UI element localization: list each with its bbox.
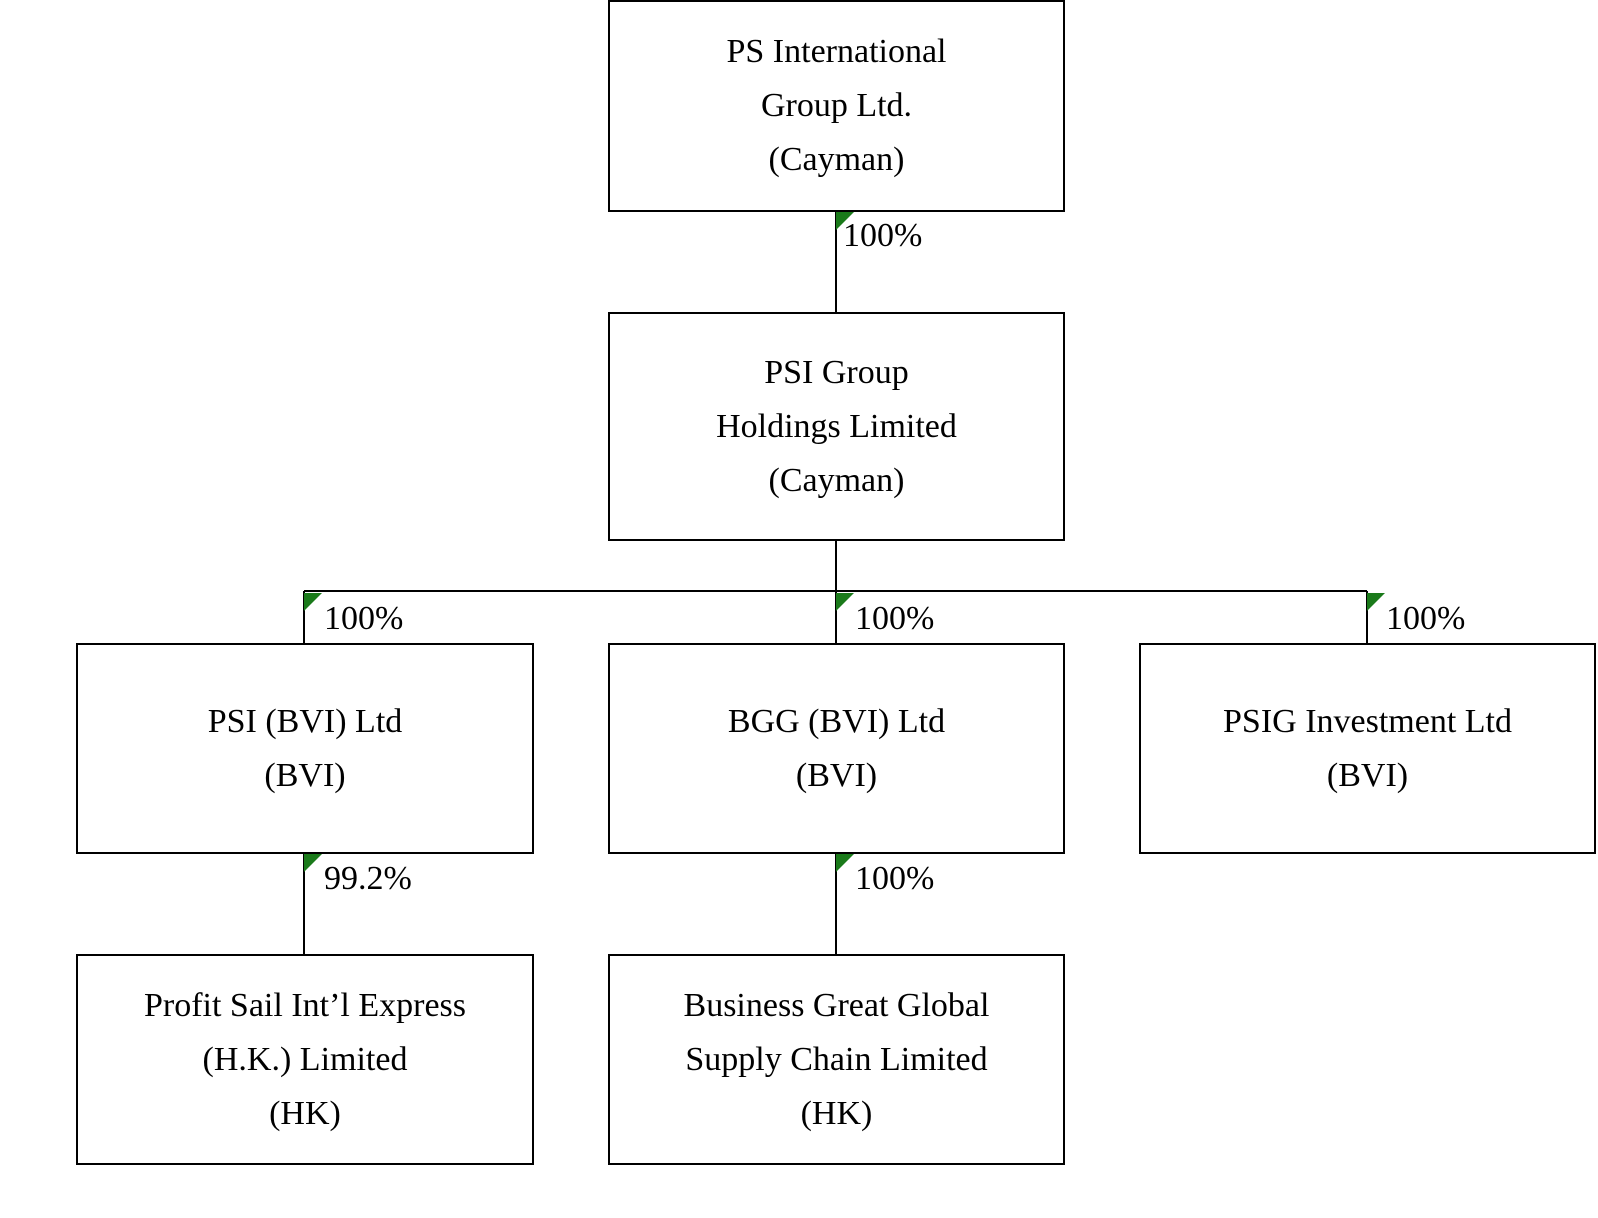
ownership-label-bgg-to-bus: 100% [855, 860, 935, 897]
entity-name-line: PSIG Investment Ltd [1223, 702, 1512, 740]
entity-jurisdiction: (BVI) [1326, 756, 1409, 794]
ownership-label-top-to-mid: 100% [843, 217, 923, 254]
entity-business-great-global: Business Great Global Supply Chain Limit… [608, 954, 1065, 1165]
entity-name-line: Supply Chain Limited [685, 1040, 988, 1078]
entity-name-line: (H.K.) Limited [202, 1040, 408, 1078]
entity-name-line: Group Ltd. [760, 87, 913, 124]
marker-psi-to-profit [304, 854, 322, 872]
entity-psig-investment: PSIG Investment Ltd (BVI) [1139, 643, 1596, 854]
entity-bgg-bvi: BGG (BVI) Ltd (BVI) [608, 643, 1065, 854]
marker-to-bgg [836, 593, 854, 611]
entity-profit-sail: Profit Sail Int’l Express (H.K.) Limited… [76, 954, 534, 1165]
marker-top-to-mid [836, 212, 854, 230]
marker-to-psig [1367, 593, 1385, 611]
entity-name-line: PSI (BVI) Ltd [207, 702, 403, 740]
entity-name-line: Business Great Global [683, 986, 990, 1024]
entity-name-line: BGG (BVI) Ltd [727, 702, 946, 740]
entity-name-line: Holdings Limited [716, 407, 957, 445]
ownership-label-mid-to-psig: 100% [1386, 600, 1466, 637]
entity-name-line: Profit Sail Int’l Express [143, 986, 467, 1024]
entity-jurisdiction: (BVI) [795, 756, 878, 794]
entity-psi-bvi: PSI (BVI) Ltd (BVI) [76, 643, 534, 854]
entity-jurisdiction: (BVI) [264, 756, 346, 794]
entity-jurisdiction: (Cayman) [768, 141, 905, 178]
entity-ps-international-group: PS International Group Ltd. (Cayman) [608, 0, 1065, 212]
marker-to-psi [304, 593, 322, 611]
ownership-label-mid-to-psi: 100% [324, 600, 404, 637]
entity-jurisdiction: (HK) [800, 1094, 873, 1132]
marker-bgg-to-bus [836, 854, 854, 872]
entity-name-line: PSI Group [764, 353, 909, 391]
entity-jurisdiction: (Cayman) [768, 461, 905, 499]
ownership-label-mid-to-bgg: 100% [855, 600, 935, 637]
entity-name-line: PS International [726, 33, 947, 70]
ownership-label-psi-to-profit: 99.2% [324, 860, 412, 897]
entity-psi-group-holdings: PSI Group Holdings Limited (Cayman) [608, 312, 1065, 541]
entity-jurisdiction: (HK) [269, 1094, 341, 1132]
